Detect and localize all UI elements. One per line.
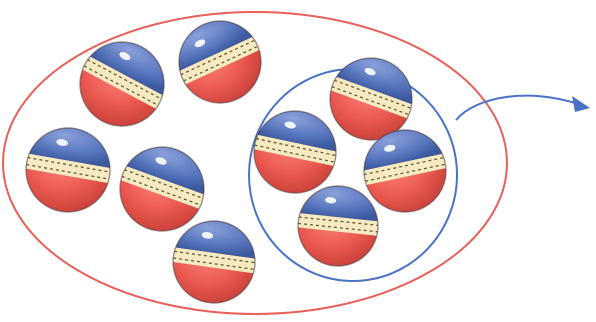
outer-ball-3	[17, 119, 119, 219]
outer-ball-2	[163, 5, 276, 117]
arrow-curve	[456, 96, 578, 120]
arrow-head-icon	[572, 96, 590, 112]
balls-group	[17, 5, 455, 309]
outer-ball-1	[63, 24, 181, 141]
outer-ball-5	[166, 213, 263, 308]
